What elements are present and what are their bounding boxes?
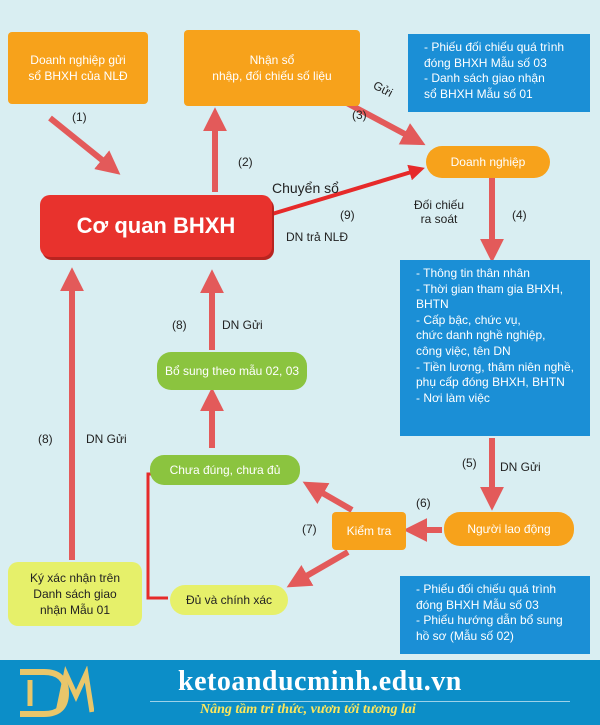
doi-chieu-label: Đối chiếu ra soát: [414, 198, 465, 226]
arrow-9: [271, 164, 425, 216]
step-8a-label: (8): [172, 318, 187, 332]
step-7-label: (7): [302, 522, 317, 536]
ducminh-logo-icon: [20, 666, 94, 717]
node-doanh-nghiep: Doanh nghiệp: [426, 146, 550, 178]
info-box-middle: - Thông tin thân nhân - Thời gian tham g…: [400, 260, 590, 436]
step-5-label: (5): [462, 456, 477, 470]
connector-du-ky: [146, 472, 168, 600]
flow-diagram: Doanh nghiệp gửi sổ BHXH của NLĐ Nhận sổ…: [8, 30, 590, 654]
node-nguoi-lao-dong: Người lao động: [444, 512, 574, 546]
node-nhan-so: Nhận sổ nhập, đối chiếu số liệu: [184, 30, 360, 106]
arrow-1: [48, 115, 121, 175]
step-9-label: (9): [340, 208, 355, 222]
step-8b-label: (8): [38, 432, 53, 446]
arrow-7: [286, 549, 350, 588]
site-url[interactable]: ketoanducminh.edu.vn: [178, 666, 462, 697]
node-dn-gui: Doanh nghiệp gửi sổ BHXH của NLĐ: [8, 32, 148, 104]
step-3-label: (3): [352, 108, 367, 122]
info-box-top: - Phiếu đối chiếu quá trình đóng BHXH Mẫ…: [408, 34, 590, 112]
info-box-bottom: - Phiếu đối chiếu quá trình đóng BHXH Mẫ…: [400, 576, 590, 654]
arrow-3: [343, 99, 426, 146]
footer-banner: ketoanducminh.edu.vn Nâng tầm tri thức, …: [0, 660, 600, 725]
site-slogan: Nâng tầm tri thức, vươn tới tương lai: [200, 702, 416, 717]
step-1-label: (1): [72, 110, 87, 124]
step-4-label: (4): [512, 208, 527, 222]
node-kiem-tra: Kiểm tra: [332, 512, 406, 550]
step-6-label: (6): [416, 496, 431, 510]
node-du-chinh-xac: Đủ và chính xác: [170, 585, 288, 615]
node-co-quan-bhxh: Cơ quan BHXH: [40, 195, 272, 257]
dn-gui-b-label: DN Gửi: [86, 432, 127, 446]
step-2-label: (2): [238, 155, 253, 169]
node-bo-sung: Bổ sung theo mẫu 02, 03: [157, 352, 307, 390]
footer-divider: [150, 701, 570, 702]
node-ky-xac-nhan: Ký xác nhận trên Danh sách giao nhận Mẫu…: [8, 562, 142, 626]
dn-gui-a-label: DN Gửi: [222, 318, 263, 332]
node-chua-dung: Chưa đúng, chưa đủ: [150, 455, 300, 485]
chuyen-so-label: Chuyển sổ: [272, 180, 339, 196]
arrow-kt-chua: [302, 481, 354, 513]
dn-tra-nld-label: DN trả NLĐ: [286, 230, 349, 244]
dn-gui-c-label: DN Gửi: [500, 460, 541, 474]
